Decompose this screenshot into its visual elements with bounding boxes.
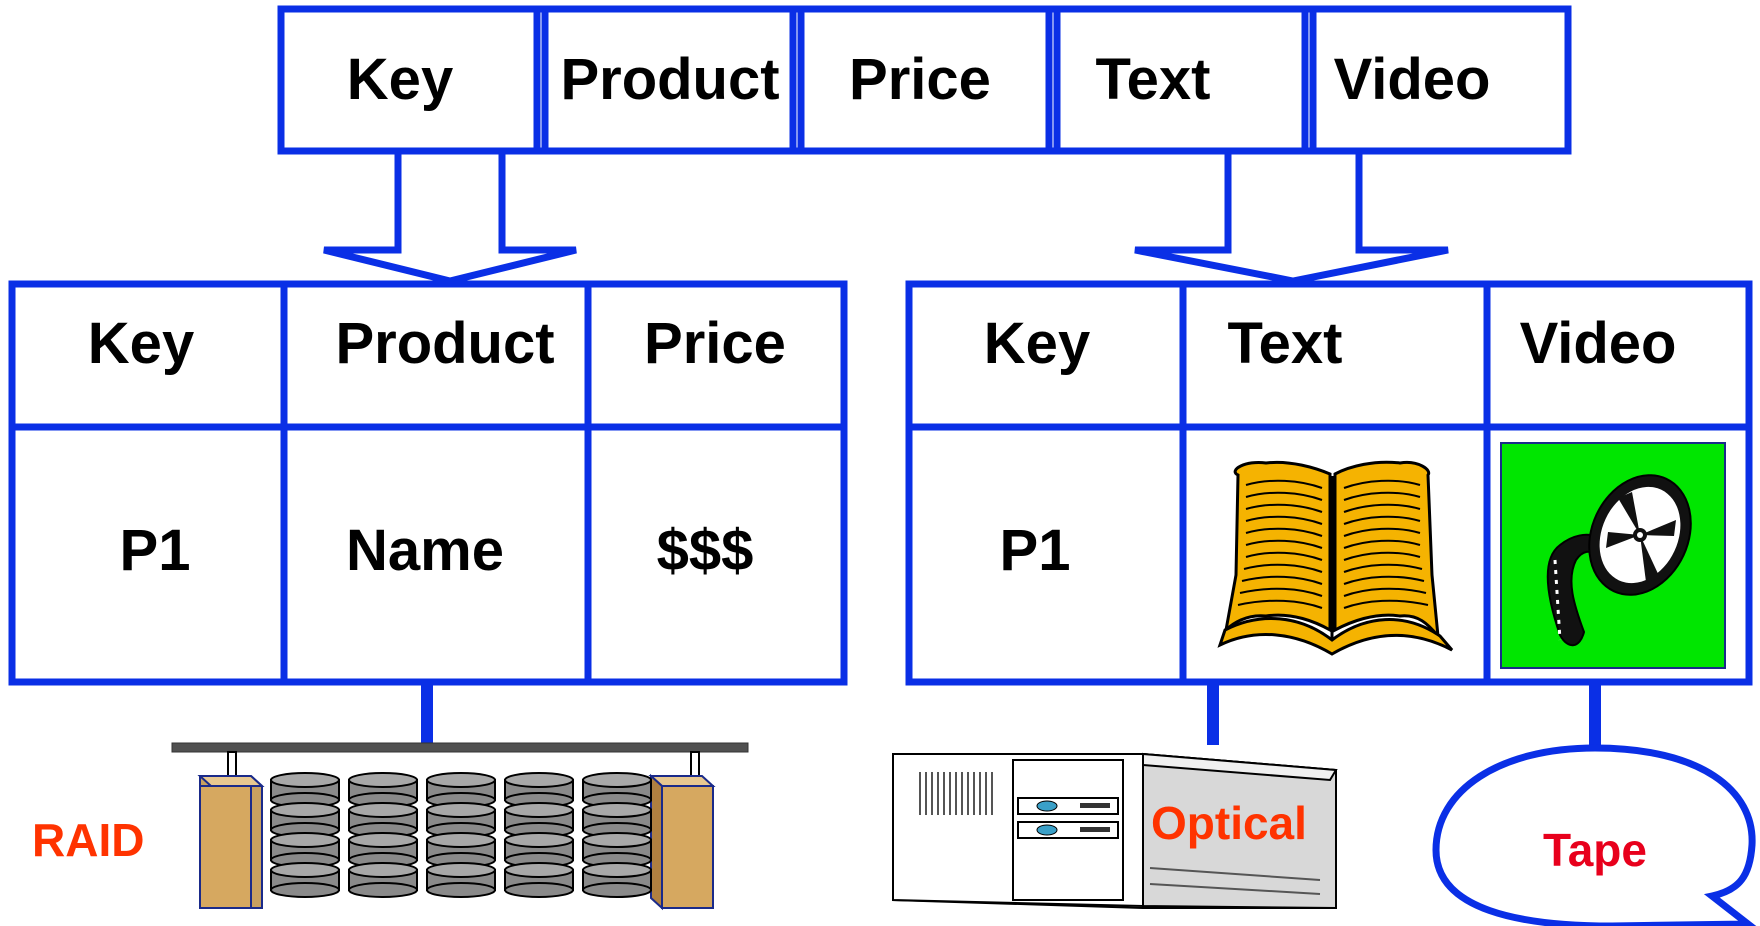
disk-top <box>582 862 652 878</box>
disk-top <box>270 772 340 788</box>
top-table: Key Product Price Text Video <box>277 5 1572 155</box>
disk-top <box>582 832 652 848</box>
right-header-video: Video <box>1520 311 1677 376</box>
left-cell-key: P1 <box>120 518 191 583</box>
open-book-icon <box>1217 460 1454 656</box>
disk-bottom <box>270 882 340 898</box>
top-header-video: Video <box>1334 47 1491 112</box>
left-cell-product: Name <box>346 518 504 583</box>
disk-top <box>504 772 574 788</box>
disk-bottom <box>582 882 652 898</box>
top-header-price: Price <box>849 47 991 112</box>
disk-top <box>426 772 496 788</box>
left-header-key: Key <box>88 311 194 376</box>
disk-top <box>504 802 574 818</box>
disk-top <box>348 802 418 818</box>
left-header-price: Price <box>644 311 786 376</box>
optical-label: Optical <box>1151 797 1307 849</box>
film-reel-icon <box>1500 442 1726 669</box>
raid-disks <box>270 772 652 898</box>
top-header-product: Product <box>560 47 779 112</box>
right-table: Key Text Video P1 <box>905 280 1753 686</box>
disk-top <box>582 802 652 818</box>
disk-bottom <box>426 882 496 898</box>
disk-top <box>348 832 418 848</box>
disk-top <box>426 802 496 818</box>
disk-top <box>270 862 340 878</box>
right-header-text: Text <box>1228 311 1343 376</box>
right-split-arrow <box>1134 147 1449 285</box>
optical-drive-icon <box>892 752 1338 910</box>
tape-label: Tape <box>1543 824 1647 876</box>
disk-top <box>426 832 496 848</box>
left-split-arrow <box>323 147 577 285</box>
raid-label: RAID <box>32 814 144 866</box>
disk-bottom <box>504 882 574 898</box>
left-cell-price: $$$ <box>657 518 754 583</box>
disk-top <box>270 802 340 818</box>
disk-top <box>348 772 418 788</box>
top-header-key: Key <box>347 47 453 112</box>
disk-top <box>582 772 652 788</box>
disk-top <box>504 832 574 848</box>
left-header-product: Product <box>335 311 554 376</box>
top-header-text: Text <box>1096 47 1211 112</box>
disk-top <box>504 862 574 878</box>
disk-top <box>270 832 340 848</box>
disk-top <box>348 862 418 878</box>
disk-bottom <box>348 882 418 898</box>
raid-array-icon <box>171 742 749 911</box>
right-cell-key: P1 <box>1000 518 1071 583</box>
vent-grille <box>919 772 993 815</box>
right-header-key: Key <box>984 311 1090 376</box>
disk-top <box>426 862 496 878</box>
left-table: Key Product Price P1 Name $$$ <box>8 280 848 686</box>
